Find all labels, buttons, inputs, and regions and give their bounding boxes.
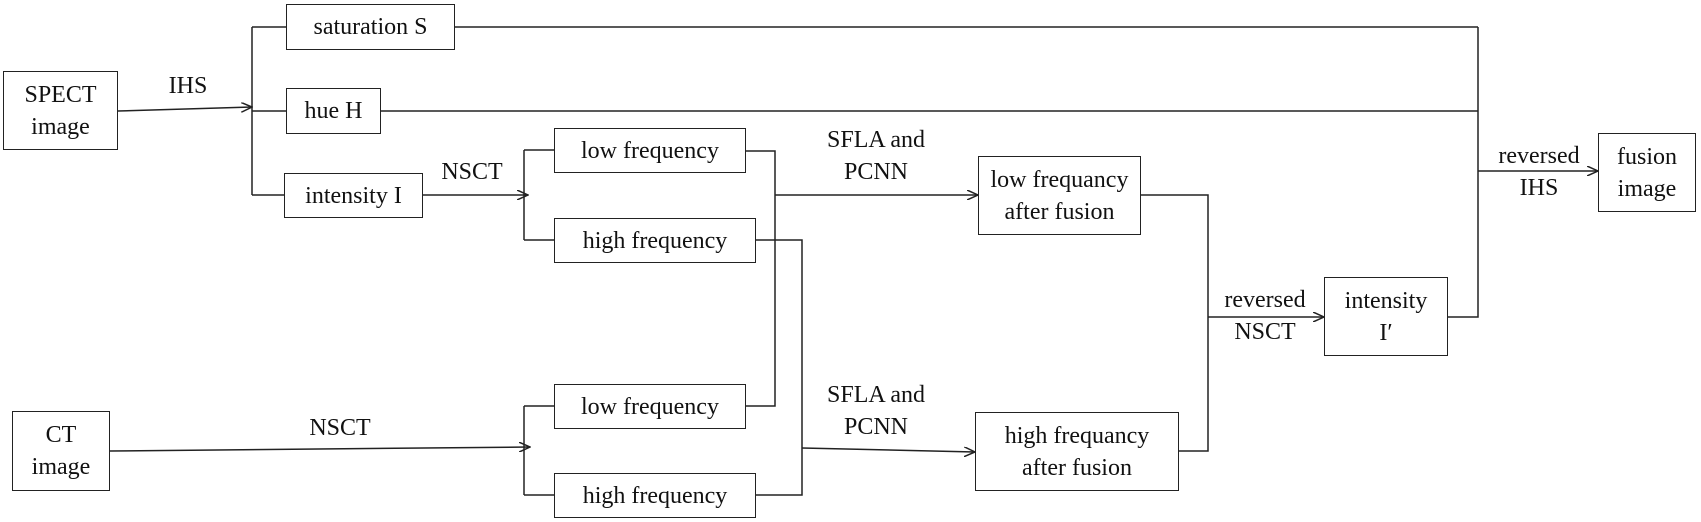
low-fused-box: low frequancy after fusion (978, 156, 1141, 235)
high-frequency-bottom-label: high frequency (582, 482, 728, 509)
high-fused-box: high frequancy after fusion (975, 412, 1179, 491)
high1-merge (756, 239, 803, 496)
spect-image-label: SPECT image (24, 81, 97, 140)
high-frequency-box-top: high frequency (554, 218, 756, 263)
fusion-image-box: fusion image (1598, 133, 1696, 212)
intensity-prime-box: intensity I′ (1324, 277, 1448, 356)
intensity-label: intensity I (305, 182, 402, 209)
hue-box: hue H (286, 88, 381, 134)
fusion-image-label: fusion image (1617, 143, 1677, 202)
reversed-nsct-label: reversed NSCT (1224, 287, 1306, 345)
low-fused-out (1141, 194, 1209, 452)
spect-to-ihs-arrow (117, 107, 252, 111)
intensity-prime-label: intensity I′ (1344, 287, 1428, 346)
ct-to-nsct-arrow (109, 447, 530, 451)
low-frequency-box-top: low frequency (554, 128, 746, 173)
low1-merge (746, 150, 776, 407)
low-frequency-box-bottom: low frequency (554, 384, 746, 429)
spect-image-box: SPECT image (3, 71, 118, 150)
ihs-label: IHS (168, 73, 208, 99)
hue-label: hue H (304, 98, 363, 124)
reversed-ihs-label: reversed IHS (1498, 143, 1580, 201)
saturation-box: saturation S (286, 4, 455, 50)
intensity-box: intensity I (284, 173, 423, 218)
low-frequency-top-label: low frequency (581, 137, 719, 164)
sfla-pcnn-bottom-label: SFLA and PCNN (826, 382, 926, 440)
low-fused-label: low frequancy after fusion (990, 166, 1129, 225)
intensity-prime-out (1448, 27, 1479, 318)
ct-image-label: CT image (31, 422, 91, 480)
high-fused-label: high frequancy after fusion (1004, 422, 1150, 481)
high-merge-to-fusion-arrow (801, 448, 975, 452)
nsct-top-label: NSCT (441, 159, 503, 185)
sfla-pcnn-top-label: SFLA and PCNN (826, 127, 926, 185)
nsct-bottom-label: NSCT (309, 415, 371, 441)
low-frequency-bottom-label: low frequency (581, 393, 719, 420)
saturation-label: saturation S (313, 14, 428, 40)
high-frequency-box-bottom: high frequency (554, 473, 756, 518)
high-frequency-top-label: high frequency (582, 227, 728, 254)
ct-image-box: CT image (12, 411, 110, 491)
